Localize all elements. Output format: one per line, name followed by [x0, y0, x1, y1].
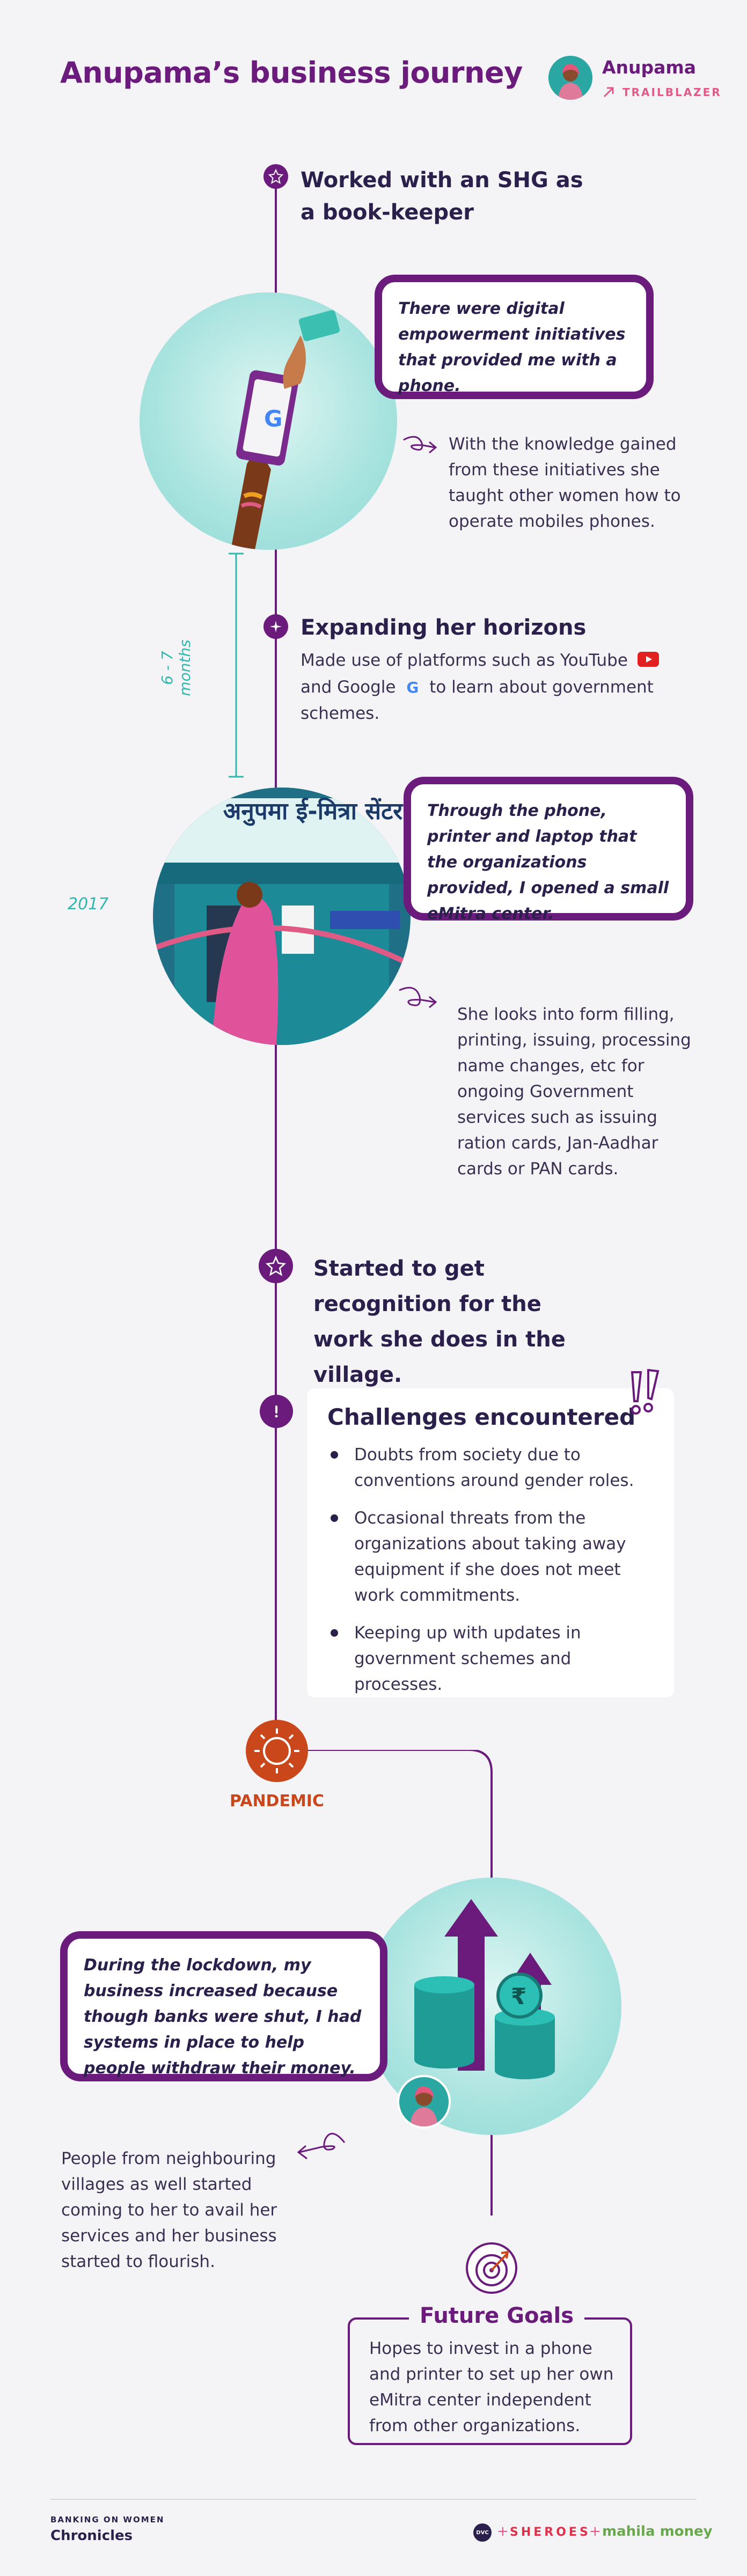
svg-text:G: G [264, 406, 282, 432]
curly-arrow-icon [288, 2129, 347, 2168]
challenges-list: Doubts from society due to conventions a… [327, 1442, 649, 1709]
milestone-description: Made use of platforms such as YouTube an… [301, 647, 665, 726]
curly-arrow-icon [401, 435, 439, 463]
duration-bracket [225, 553, 247, 780]
pandemic-label: PANDEMIC [230, 1792, 324, 1810]
timeline-connector [276, 1749, 496, 1881]
list-item: Keeping up with updates in government sc… [327, 1620, 649, 1697]
svg-text:₹: ₹ [511, 1983, 526, 2010]
plus-separator: + [497, 2523, 509, 2540]
shop-illustration [153, 787, 411, 1045]
note-text: With the knowledge gained from these ini… [449, 435, 681, 531]
page-title: Anupama’s business journey [60, 56, 523, 90]
list-item: Occasional threats from the organization… [327, 1505, 649, 1608]
note-text: People from neighbouring villages as wel… [61, 2149, 277, 2271]
year-label: 2017 [68, 895, 109, 914]
google-icon: G [406, 679, 419, 696]
phone-illustration: G [140, 292, 397, 550]
star-icon [263, 164, 288, 189]
double-exclamation-icon [625, 1368, 662, 1419]
brand-line1: BANKING ON WOMEN [50, 2515, 165, 2525]
challenges-card: Challenges encountered Doubts from socie… [307, 1388, 674, 1697]
youtube-icon [637, 649, 659, 674]
list-item: Doubts from society due to conventions a… [327, 1442, 649, 1493]
sparkle-icon [263, 614, 288, 639]
shop-sign: अनुपमा ई-मित्रा सेंटर [223, 798, 403, 825]
future-text: Hopes to invest in a phone and printer t… [369, 2339, 614, 2435]
milestone-heading: Worked with an SHG as a book-keeper [301, 168, 583, 225]
avatar [397, 2075, 451, 2129]
milestone-heading: Started to get recognition for the work … [313, 1256, 566, 1387]
plus-separator: + [589, 2523, 601, 2540]
duration-label: 6 - 7 months [158, 639, 194, 696]
bubble-tail [380, 289, 412, 387]
curly-arrow-icon [397, 986, 440, 1020]
quote-bubble: There were digital empowerment initiativ… [375, 275, 654, 399]
partner-logo-sheroes: SHEROES [510, 2526, 591, 2539]
user-role: TRAILBLAZER [622, 86, 722, 99]
challenges-heading: Challenges encountered [327, 1404, 636, 1430]
brand-logo: Chronicles [50, 2528, 133, 2544]
virus-icon [246, 1720, 308, 1782]
future-goals-card: Future Goals Hopes to invest in a phone … [348, 2303, 632, 2445]
partner-logo-dvc: DVC [473, 2523, 492, 2542]
quote-bubble: During the lockdown, my business increas… [60, 1931, 387, 2081]
future-heading: Future Goals [409, 2303, 585, 2328]
target-icon [466, 2242, 517, 2294]
milestone-heading: Expanding her horizons [301, 615, 587, 640]
note-text: She looks into form filling, printing, i… [457, 1005, 691, 1179]
star-icon [259, 1249, 293, 1283]
avatar [548, 56, 592, 100]
footer-divider [50, 2499, 697, 2500]
quote-bubble: Through the phone, printer and laptop th… [404, 777, 693, 923]
partner-logo-mahila-money: mahila money [602, 2523, 713, 2540]
arrow-up-right-icon [602, 85, 616, 101]
exclamation-icon [260, 1395, 293, 1428]
user-name: Anupama [602, 57, 697, 78]
